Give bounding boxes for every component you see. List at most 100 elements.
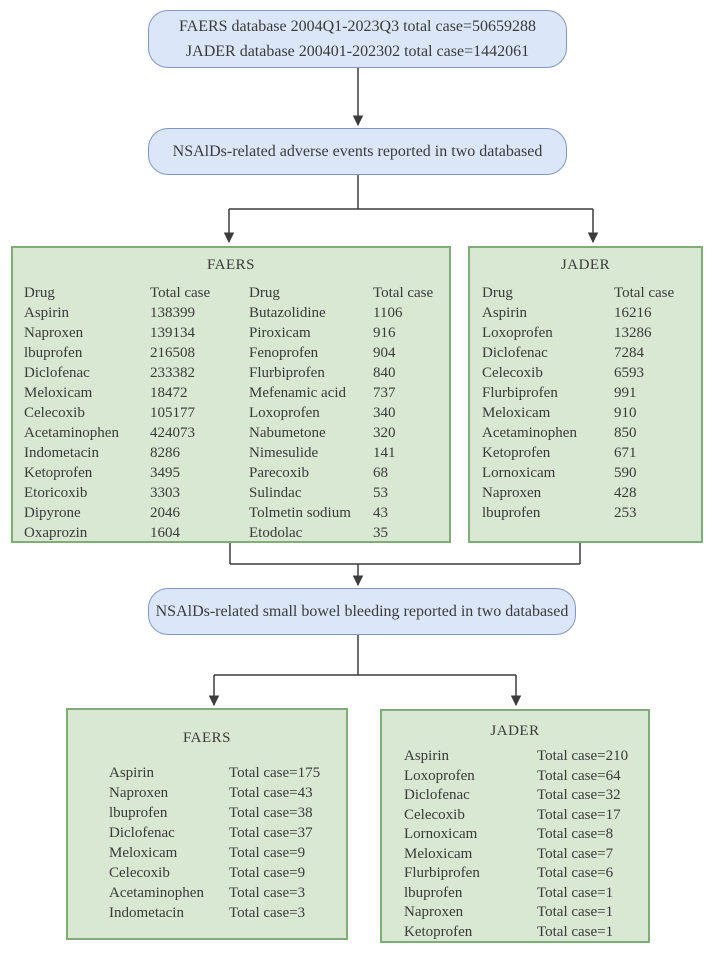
table-cell: 139134 <box>150 325 195 341</box>
table-cell: 138399 <box>150 305 195 321</box>
table-row: Naproxen 139134 <box>24 323 249 343</box>
panel-title-jader-bleeding: JADER <box>490 723 540 739</box>
jader-source-line: JADER database 200401-202302 total case=… <box>185 43 530 60</box>
table-cell: 320 <box>373 425 396 441</box>
table-cell: Total case=175 <box>229 765 321 781</box>
table-row: Nabumetone 320 <box>249 423 449 443</box>
table-cell: Celecoxib <box>24 405 85 421</box>
table-cell: Loxoprofen <box>249 405 320 421</box>
table-cell: Drug <box>482 285 513 301</box>
table-cell: 7284 <box>614 345 644 361</box>
table-cell: Total case=1 <box>537 923 614 940</box>
table-cell: Meloxicam <box>404 845 473 862</box>
table-cell: lbuprofen <box>482 505 541 521</box>
table-cell: Lornoxicam <box>482 465 556 481</box>
table-cell: Total case=3 <box>229 885 306 901</box>
table-cell: Aspirin <box>404 748 449 764</box>
table-cell: 840 <box>373 365 396 381</box>
table-row: Loxoprofen Total case=64 <box>404 767 628 787</box>
table-cell: Celecoxib <box>109 865 170 881</box>
table-cell: Total case <box>614 285 675 301</box>
table-cell: Total case=7 <box>537 845 614 862</box>
table-row: Diclofenac 7284 <box>482 343 674 363</box>
table-cell: 233382 <box>150 365 195 381</box>
table-cell: Aspirin <box>109 765 154 781</box>
table-cell: Ketoprofen <box>404 923 473 940</box>
table-cell: Total case=32 <box>537 787 621 803</box>
table-cell: Total case=210 <box>537 748 629 764</box>
table-cell: Naproxen <box>109 785 169 801</box>
table-cell: Etoricoxib <box>24 485 88 501</box>
table-cell: Acetaminophen <box>109 885 204 901</box>
table-cell: Indometacin <box>109 905 184 921</box>
table-cell: Meloxicam <box>482 405 551 421</box>
panel-title-jader: JADER <box>560 257 611 273</box>
table-cell: 850 <box>614 425 637 441</box>
table-cell: Acetaminophen <box>482 425 577 441</box>
table-cell: Ketoprofen <box>482 445 551 461</box>
table-cell: 737 <box>373 385 396 401</box>
table-cell: Loxoprofen <box>404 767 475 784</box>
table-row: Aspirin Total case=210 <box>404 747 628 767</box>
table-cell: 8286 <box>150 445 180 461</box>
table-cell: Lornoxicam <box>404 826 478 842</box>
table-cell: Naproxen <box>482 485 542 501</box>
table-cell: Nabumetone <box>249 425 326 441</box>
table-cell: Diclofenac <box>24 365 90 381</box>
table-cell: Diclofenac <box>482 345 548 361</box>
table-row: Meloxicam Total case=7 <box>404 845 628 865</box>
table-row: Indometacin Total case=3 <box>109 903 320 923</box>
table-cell: Total case=64 <box>537 767 621 784</box>
table-cell: Flurbiprofen <box>404 865 480 881</box>
table-cell: Naproxen <box>24 325 84 341</box>
small-bowel-bleeding-label: NSAlDs-related small bowel bleeding repo… <box>155 603 569 620</box>
table-cell: Tolmetin sodium <box>249 505 351 521</box>
small-bowel-bleeding-box: NSAlDs-related small bowel bleeding repo… <box>148 588 576 635</box>
table-row: Indometacin 8286 <box>24 443 249 463</box>
table-cell: Total case=3 <box>229 905 306 921</box>
table-cell: Flurbiprofen <box>482 385 558 401</box>
table-cell: 3303 <box>150 485 180 501</box>
table-cell: 1106 <box>373 305 403 321</box>
table-row: Ketoprofen Total case=1 <box>404 923 628 943</box>
table-row: Celecoxib 6593 <box>482 363 674 383</box>
table-cell: 428 <box>614 485 637 501</box>
table-cell: 68 <box>373 465 388 481</box>
table-cell: 105177 <box>150 405 195 421</box>
table-cell: Celecoxib <box>482 365 543 381</box>
database-source-box: FAERS database 2004Q1-2023Q3 total case=… <box>148 10 567 68</box>
table-cell: Indometacin <box>24 445 99 461</box>
table-cell: Celecoxib <box>404 806 465 823</box>
table-cell: 6593 <box>614 365 644 381</box>
table-cell: 18472 <box>150 385 188 401</box>
table-cell: Aspirin <box>24 305 69 321</box>
table-cell: Total case=9 <box>229 845 306 861</box>
table-row: Naproxen 428 <box>482 483 674 503</box>
table-cell: Drug <box>24 285 55 301</box>
table-cell: 340 <box>373 405 396 421</box>
table-cell: Drug <box>249 285 280 301</box>
table-cell: Total case=1 <box>537 904 614 920</box>
table-row: Diclofenac 233382 <box>24 363 249 383</box>
